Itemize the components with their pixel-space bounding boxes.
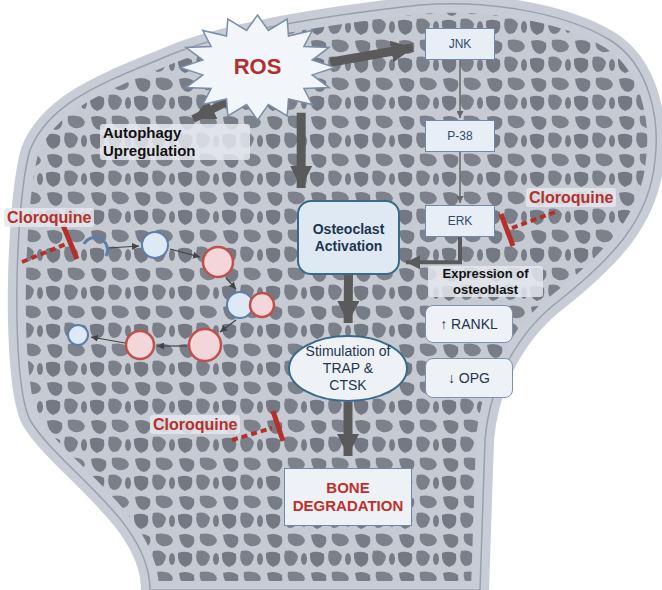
- node-text: P-38: [447, 129, 472, 143]
- pathway-arrow: [406, 237, 460, 262]
- step-arrow: [226, 278, 236, 289]
- autophagy-illustration: [68, 232, 274, 361]
- starburst-outline: [180, 15, 335, 120]
- kinase-box: JNK: [425, 28, 495, 60]
- step-arrow: [220, 320, 236, 332]
- step-arrow: [170, 249, 200, 257]
- drug-label: Cloroquine: [4, 208, 94, 227]
- drug-label: Cloroquine: [526, 188, 616, 207]
- process-label: Autophagy Upregulation: [100, 124, 250, 160]
- node-text: ROS: [234, 54, 282, 80]
- drug-label: Cloroquine: [150, 415, 240, 434]
- lysosome: [203, 247, 233, 277]
- bone-outline: [17, 4, 656, 590]
- node-text: Osteoclast Activation: [305, 221, 392, 255]
- inhibition-marks: [22, 212, 555, 441]
- inhibition-bar: [501, 214, 513, 246]
- node-text: ↑ RANKL: [440, 316, 498, 333]
- process-ellipse: Stimulation of TRAP & CTSK: [288, 335, 408, 402]
- ellipse-outline: [289, 336, 407, 401]
- node-text: BONE DEGRADATION: [289, 479, 407, 515]
- kinase-box: P-38: [425, 120, 495, 152]
- node-text: Stimulation of TRAP & CTSK: [304, 343, 392, 393]
- kinase-box: ERK: [425, 205, 495, 237]
- pathway-arrow: [297, 113, 306, 188]
- pathway-arrow: [344, 402, 353, 456]
- pathway-arrow: [344, 275, 353, 323]
- inhibition-bar: [273, 411, 283, 441]
- phagophore: [84, 237, 108, 256]
- process-box: Osteoclast Activation: [297, 200, 400, 275]
- node-text: ↓ OPG: [448, 370, 490, 387]
- node-text: ERK: [448, 214, 473, 228]
- label-text: Cloroquine: [150, 415, 240, 434]
- label-text: Expression of osteoblast: [428, 266, 543, 297]
- lysosome: [250, 293, 274, 317]
- autophagosome: [142, 232, 168, 258]
- inhibition-line: [22, 244, 66, 262]
- ros-burst: ROS: [180, 15, 335, 120]
- label-text: Cloroquine: [526, 188, 616, 207]
- node-text: JNK: [449, 37, 472, 51]
- pathway-arrow: [330, 48, 413, 63]
- pathway-arrow: [459, 60, 461, 118]
- marker-box: ↑ RANKL: [425, 305, 513, 343]
- label-text: Autophagy Upregulation: [100, 124, 250, 160]
- autolysosome: [126, 331, 154, 359]
- outcome-box: BONE DEGRADATION: [284, 468, 412, 526]
- step-arrow: [157, 345, 187, 346]
- step-arrow: [91, 337, 125, 343]
- recycled-vesicle: [68, 325, 88, 345]
- inhibition-bar: [63, 225, 77, 259]
- process-label: Expression of osteoblast: [428, 266, 543, 297]
- autolysosome: [189, 329, 221, 361]
- pathway-arrow: [459, 152, 461, 203]
- label-text: Cloroquine: [4, 208, 94, 227]
- bone-edge: [17, 4, 656, 590]
- inhibition-line: [512, 212, 555, 228]
- marker-box: ↓ OPG: [425, 358, 513, 398]
- step-arrow: [109, 246, 139, 248]
